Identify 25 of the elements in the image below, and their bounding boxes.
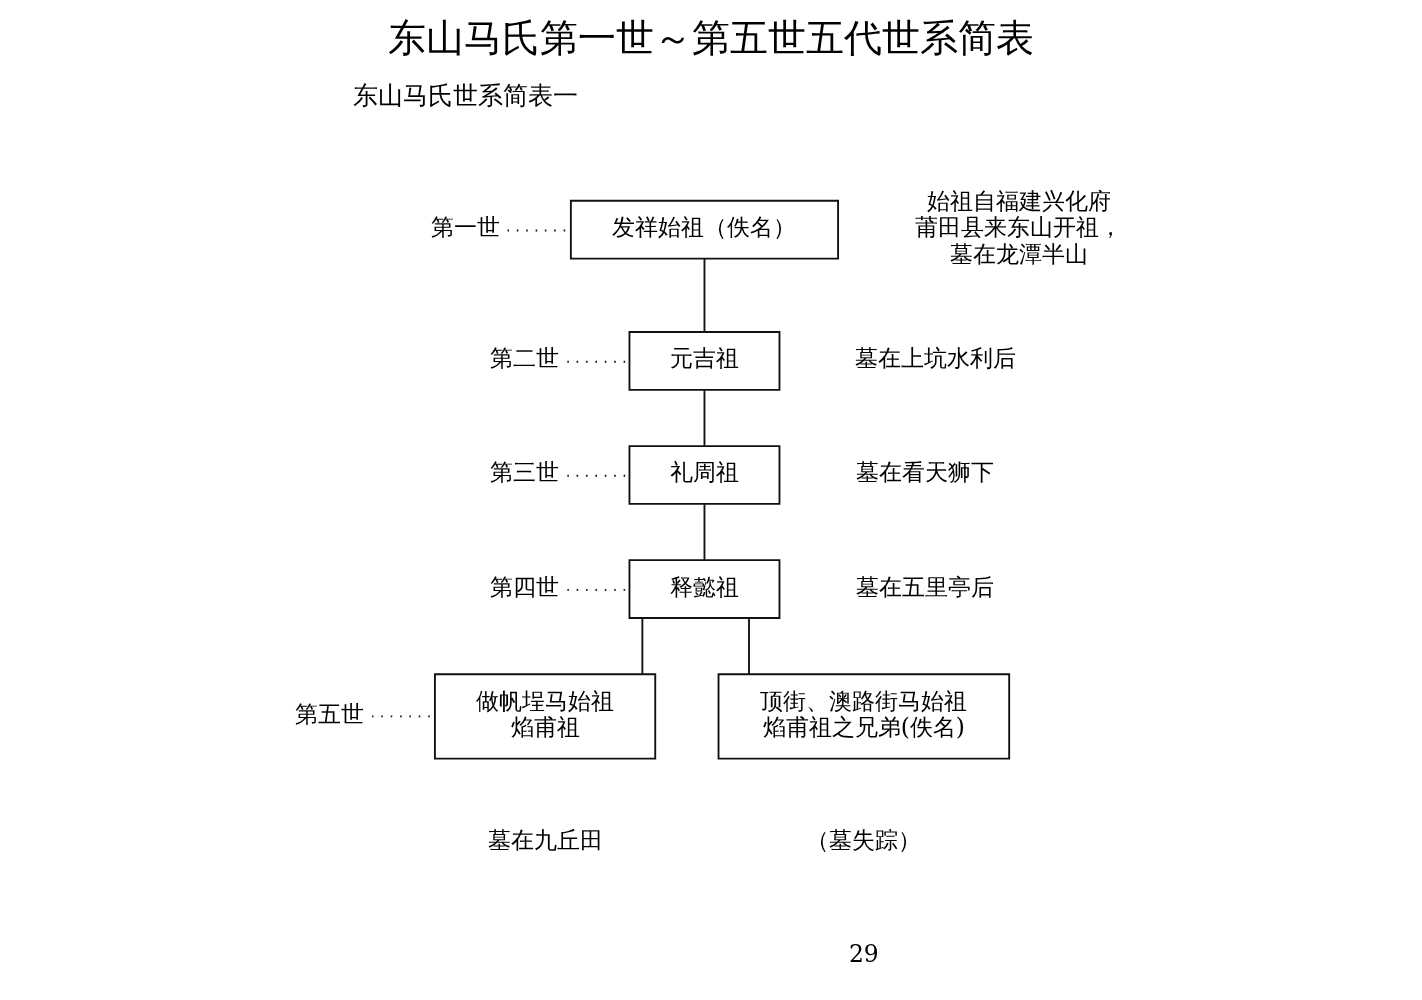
connector (703, 389, 705, 447)
node-label: 墓在上坑水利后 (854, 344, 1016, 373)
node-text: 第五世 (294, 699, 364, 728)
diagram-title: 东山马氏第一世～第五世五代世系简表 (388, 16, 1034, 61)
label: 东山马氏世系简表一 (352, 80, 578, 110)
node-text: 第一世 (430, 213, 500, 242)
node-box: 礼周祖 (628, 445, 780, 505)
node-text: 第二世 (489, 344, 559, 373)
connector (747, 617, 750, 675)
node-label: 墓在看天狮下 (855, 458, 994, 487)
connector (640, 617, 643, 675)
node-box: 顶街、澳路街马始祖 焰甫祖之兄弟(佚名) (717, 673, 1010, 760)
connector (703, 503, 705, 561)
node-label: 始祖自福建兴化府莆田县来东山开祖，墓在龙潭半山 (914, 186, 1122, 268)
node-text: 第四世 (489, 572, 559, 601)
node-box: 做帆埕马始祖 焰甫祖 (433, 673, 656, 760)
node-text: 第三世 (489, 458, 559, 487)
node-label: （墓失踪） (805, 826, 921, 855)
node-label: 墓在九丘田 (487, 826, 603, 855)
connector (703, 257, 705, 333)
node-box: 发祥始祖（佚名） (569, 199, 839, 260)
node-label: 墓在五里亭后 (855, 572, 994, 601)
node-box: 元吉祖 (628, 331, 780, 391)
node-box: 释懿祖 (628, 559, 780, 619)
label: 29 (848, 939, 879, 968)
